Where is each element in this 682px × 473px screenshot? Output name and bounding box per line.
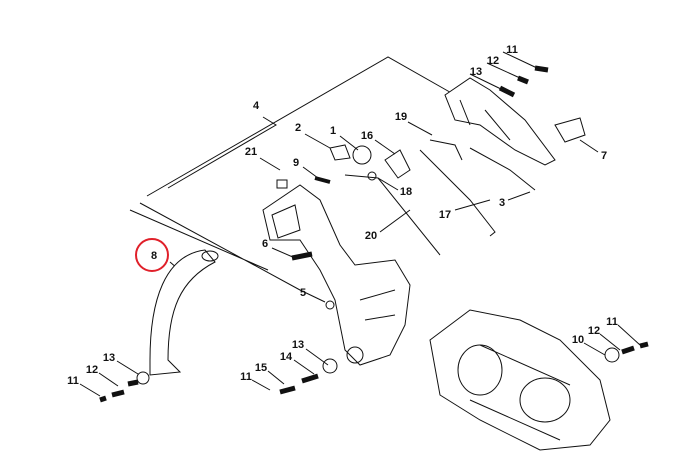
callout-10[interactable]: 10 [571, 334, 585, 346]
handle-bar-part-8 [149, 249, 219, 376]
callout-4[interactable]: 4 [252, 100, 260, 112]
small-parts [276, 65, 549, 310]
callout-21[interactable]: 21 [244, 146, 258, 158]
callout-12[interactable]: 12 [85, 364, 99, 376]
callout-8[interactable]: 8 [150, 250, 158, 262]
callout-12[interactable]: 12 [587, 325, 601, 337]
callout-19[interactable]: 19 [394, 111, 408, 123]
callout-11[interactable]: 11 [506, 44, 518, 56]
callout-20[interactable]: 20 [364, 230, 378, 242]
callout-11[interactable]: 11 [67, 375, 79, 387]
screws [99, 341, 649, 403]
callout-15[interactable]: 15 [254, 362, 268, 374]
callout-13[interactable]: 13 [102, 352, 116, 364]
callout-5[interactable]: 5 [299, 287, 307, 299]
callout-2[interactable]: 2 [294, 122, 302, 134]
crankcase-part [429, 309, 611, 451]
callout-18[interactable]: 18 [399, 186, 413, 198]
callout-17[interactable]: 17 [438, 209, 452, 221]
callout-1[interactable]: 1 [329, 125, 337, 137]
top-cover-part [444, 77, 586, 166]
callout-11[interactable]: 11 [240, 371, 252, 383]
callout-6[interactable]: 6 [261, 238, 269, 250]
callout-16[interactable]: 16 [360, 130, 374, 142]
callout-13[interactable]: 13 [291, 339, 305, 351]
callout-3[interactable]: 3 [498, 197, 506, 209]
highlight-circle [135, 238, 169, 272]
callout-7[interactable]: 7 [600, 150, 608, 162]
callout-9[interactable]: 9 [292, 157, 300, 169]
callout-13[interactable]: 13 [469, 66, 483, 78]
callout-11[interactable]: 11 [606, 316, 618, 328]
callout-12[interactable]: 12 [486, 55, 500, 67]
handle-housing-part-4 [262, 184, 411, 366]
callout-14[interactable]: 14 [279, 351, 293, 363]
